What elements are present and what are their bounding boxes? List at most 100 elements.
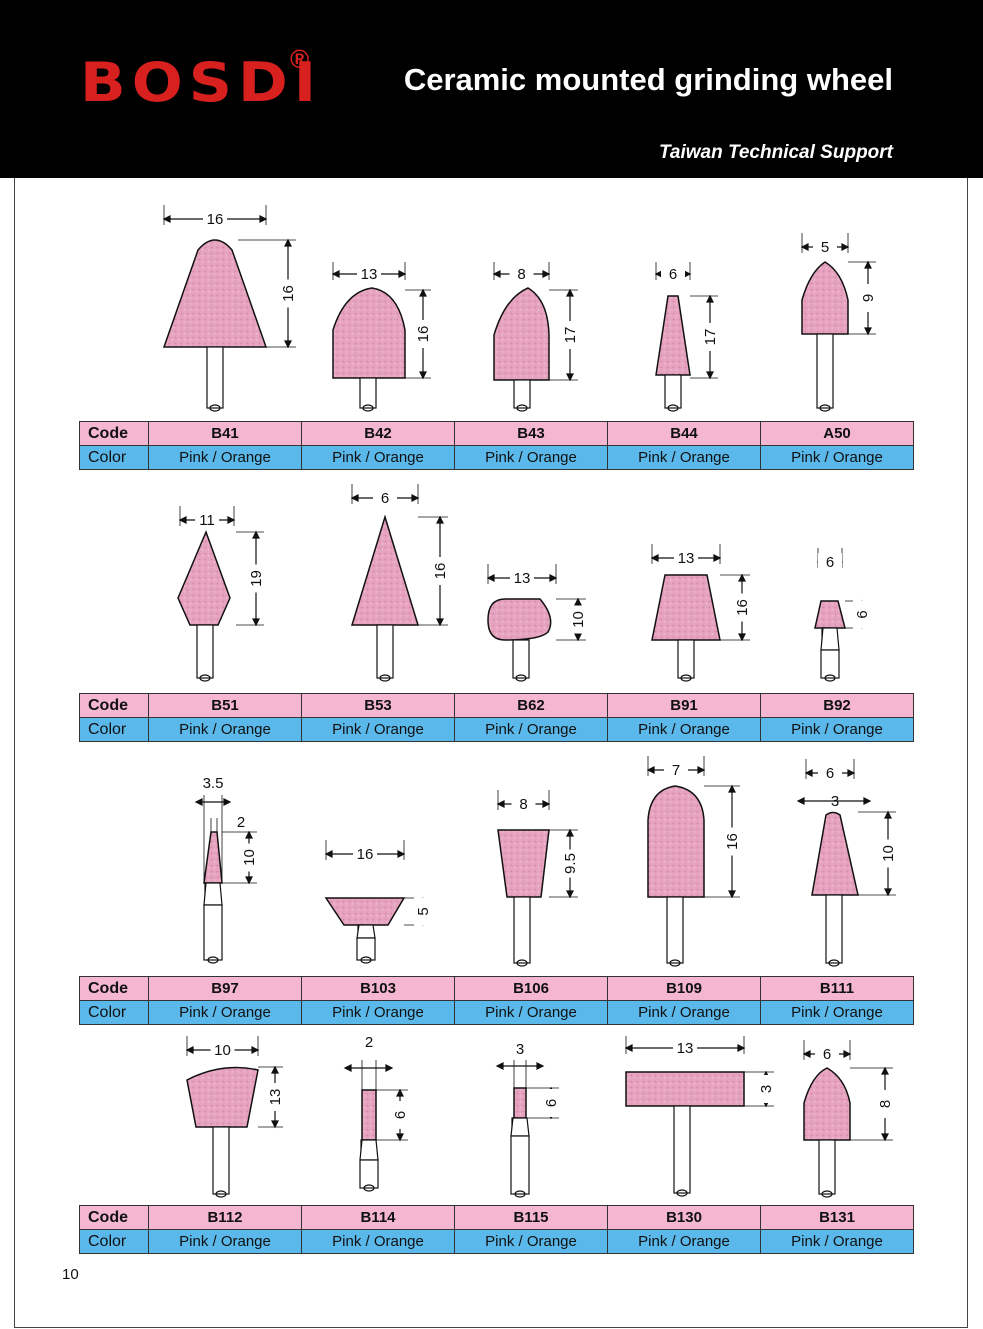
dimension-arrow (624, 1044, 633, 1052)
product-color: Pink / Orange (454, 1000, 608, 1025)
product-code: B41 (148, 421, 302, 446)
dimension-label: 3 (758, 1085, 775, 1093)
product-code: B44 (607, 421, 761, 446)
dimension-arrow (396, 1133, 404, 1142)
dimension-label: 5 (821, 239, 829, 256)
dimension-label: 9.5 (562, 853, 579, 874)
color-header: Color (79, 445, 149, 470)
label-bg (859, 284, 877, 312)
label-bg (266, 1083, 284, 1111)
product-code: B43 (454, 421, 608, 446)
dimension-arrow (542, 800, 551, 808)
label-bg (510, 569, 534, 585)
dimension-arrow (566, 288, 574, 297)
shank-end (821, 1190, 833, 1198)
wheel-shank (359, 1159, 379, 1189)
dimension-arrow (343, 1064, 352, 1072)
label-bg (733, 593, 751, 622)
dimension-arrow (331, 270, 340, 278)
label-bg (414, 897, 432, 926)
shank-end (215, 1190, 227, 1198)
dimension-arrow (574, 597, 582, 606)
shank-end (676, 1189, 688, 1197)
label-bg (431, 557, 449, 585)
product-color: Pink / Orange (760, 445, 914, 470)
dimension-label: 6 (826, 554, 834, 571)
wheel-shank (513, 379, 531, 409)
wheel-shank (512, 639, 530, 679)
product-code: B106 (454, 976, 608, 1001)
dimension-label: 6 (392, 1111, 409, 1119)
code-header: Code (79, 1205, 149, 1230)
dimension-arrow (245, 830, 253, 839)
dimension-arrow (884, 810, 892, 819)
dimension-arrow (495, 1062, 504, 1070)
dimension-arrow (496, 800, 505, 808)
product-color: Pink / Orange (148, 1229, 302, 1254)
wheel-shank (818, 1139, 836, 1195)
dimension-label: 6 (381, 490, 389, 507)
dimension-arrow (185, 1046, 194, 1054)
label-bg (723, 827, 741, 856)
dimension-label: 5 (415, 907, 432, 915)
dimension-label: 6 (543, 1099, 560, 1107)
shank-end (824, 674, 836, 682)
shank-neck (359, 1139, 379, 1161)
label-bg (203, 210, 227, 226)
wheel-head (811, 811, 859, 896)
dimension-label: 6 (854, 610, 871, 618)
shank-end (379, 674, 391, 682)
dimension-arrow (737, 1044, 746, 1052)
dimension-arrow (284, 238, 292, 247)
wheel-head (487, 598, 552, 641)
dimension-label: 16 (357, 846, 374, 863)
product-color: Pink / Orange (607, 1000, 761, 1025)
page-header: BOSDI ® Ceramic mounted grinding wheel T… (0, 0, 983, 178)
code-header: Code (79, 976, 149, 1001)
dimension-label: 8 (517, 266, 525, 283)
shank-end (514, 1190, 526, 1198)
product-code: B112 (148, 1205, 302, 1230)
product-color: Pink / Orange (607, 1229, 761, 1254)
spec-table-row-3: Code B97 B103 B106 B109 B111 Color Pink … (79, 976, 914, 1025)
dimension-label: 13 (361, 266, 378, 283)
product-code: B130 (607, 1205, 761, 1230)
dimension-label: 11 (199, 512, 215, 529)
dimension-arrow (802, 1050, 811, 1058)
shank-end (667, 404, 679, 412)
wheel-head (801, 261, 849, 335)
spec-table-row-4: Code B112 B114 B115 B130 B131 Color Pink… (79, 1205, 914, 1254)
shank-end (360, 956, 372, 964)
wheel-shank (666, 896, 684, 964)
wheel-shank (212, 1126, 230, 1195)
label-bg (701, 323, 719, 351)
dimension-arrow (566, 890, 574, 899)
shank-end (362, 404, 374, 412)
dimension-arrow (881, 1066, 889, 1075)
label-bg (815, 1045, 839, 1061)
dimension-arrow (706, 371, 714, 380)
dimension-arrow (713, 554, 722, 562)
dimension-label: 3 (516, 1041, 524, 1058)
shank-end (199, 674, 211, 682)
code-header: Code (79, 421, 149, 446)
dimension-label: 16 (724, 833, 741, 850)
label-bg (876, 1090, 894, 1118)
product-code: B109 (607, 976, 761, 1001)
wheel-head (803, 1067, 851, 1141)
dimension-arrow (864, 327, 872, 336)
registered-mark: ® (290, 44, 310, 74)
spec-table-row-1: Code B41 B42 B43 B44 A50 Color Pink / Or… (79, 421, 914, 470)
product-code: B42 (301, 421, 455, 446)
product-code: B97 (148, 976, 302, 1001)
wheel-head (625, 1071, 745, 1107)
shank-end (819, 404, 831, 412)
label-bg (240, 843, 258, 872)
wheel-head (162, 239, 268, 348)
label-bg (353, 845, 377, 861)
label-bg (210, 1041, 235, 1057)
product-color: Pink / Orange (148, 717, 302, 742)
label-bg (373, 489, 397, 505)
wheel-head (493, 287, 550, 381)
dimension-label: 2 (237, 814, 245, 831)
